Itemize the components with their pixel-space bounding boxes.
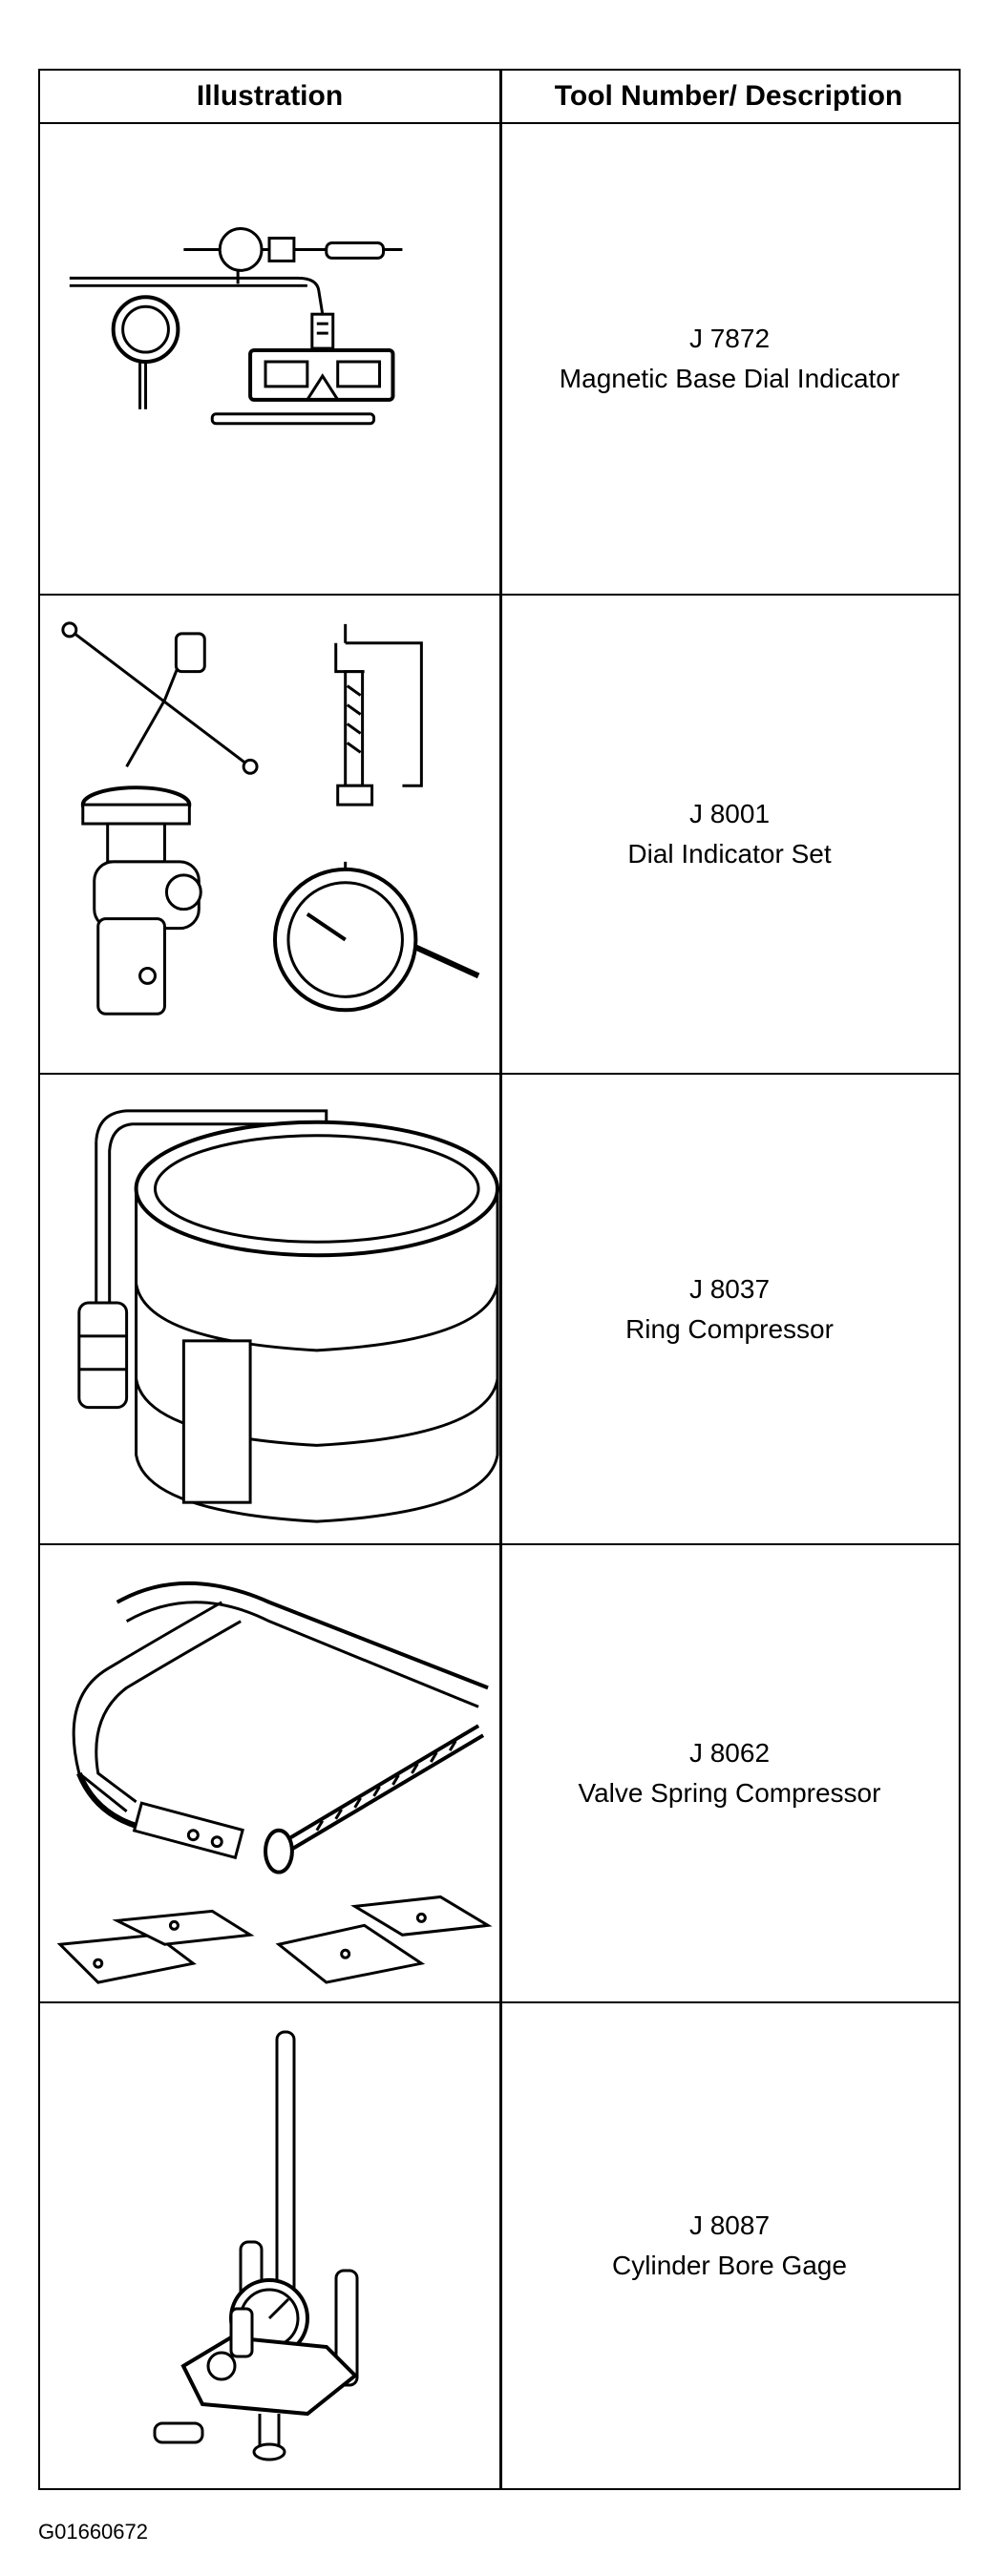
valve-spring-compressor-illustration <box>40 1545 499 2001</box>
tool-description: Cylinder Bore Gage <box>612 2250 847 2280</box>
tool-description-cell: J 8001 Dial Indicator Set <box>501 596 958 1073</box>
tool-number: J 8062 <box>688 1738 771 1768</box>
column-divider <box>499 71 502 2488</box>
figure-code: G01660672 <box>38 2520 148 2544</box>
header-tool-description: Tool Number/ Description <box>554 80 903 112</box>
tool-description: Dial Indicator Set <box>627 839 832 869</box>
table-row: J 8087 Cylinder Bore Gage <box>40 2003 959 2487</box>
table-row: J 7872 Magnetic Base Dial Indicator <box>40 124 959 596</box>
tool-description: Valve Spring Compressor <box>578 1778 881 1808</box>
tool-description-cell: J 8037 Ring Compressor <box>501 1075 958 1543</box>
header-illustration: Illustration <box>196 80 344 112</box>
tool-number: J 8001 <box>688 799 771 828</box>
cylinder-bore-gage-illustration <box>40 2003 499 2487</box>
table-row: J 8037 Ring Compressor <box>40 1075 959 1545</box>
tool-description-cell: J 8087 Cylinder Bore Gage <box>501 2003 958 2487</box>
dial-indicator-set-illustration <box>40 596 499 1073</box>
table-row: J 8062 Valve Spring Compressor <box>40 1545 959 2003</box>
ring-compressor-illustration <box>40 1075 499 1543</box>
tool-description-cell: J 8062 Valve Spring Compressor <box>501 1545 958 2001</box>
tool-number: J 8037 <box>688 1273 771 1304</box>
tool-number: J 8087 <box>688 2209 771 2240</box>
tool-number: J 7872 <box>688 324 771 353</box>
tool-table: Illustration Tool Number/ Description <box>38 69 961 2490</box>
magnetic-base-dial-indicator-illustration <box>40 124 499 594</box>
tool-description-cell: J 7872 Magnetic Base Dial Indicator <box>501 124 958 594</box>
tool-description: Ring Compressor <box>625 1313 834 1344</box>
table-row: J 8001 Dial Indicator Set <box>40 596 959 1075</box>
tool-description: Magnetic Base Dial Indicator <box>559 364 900 393</box>
